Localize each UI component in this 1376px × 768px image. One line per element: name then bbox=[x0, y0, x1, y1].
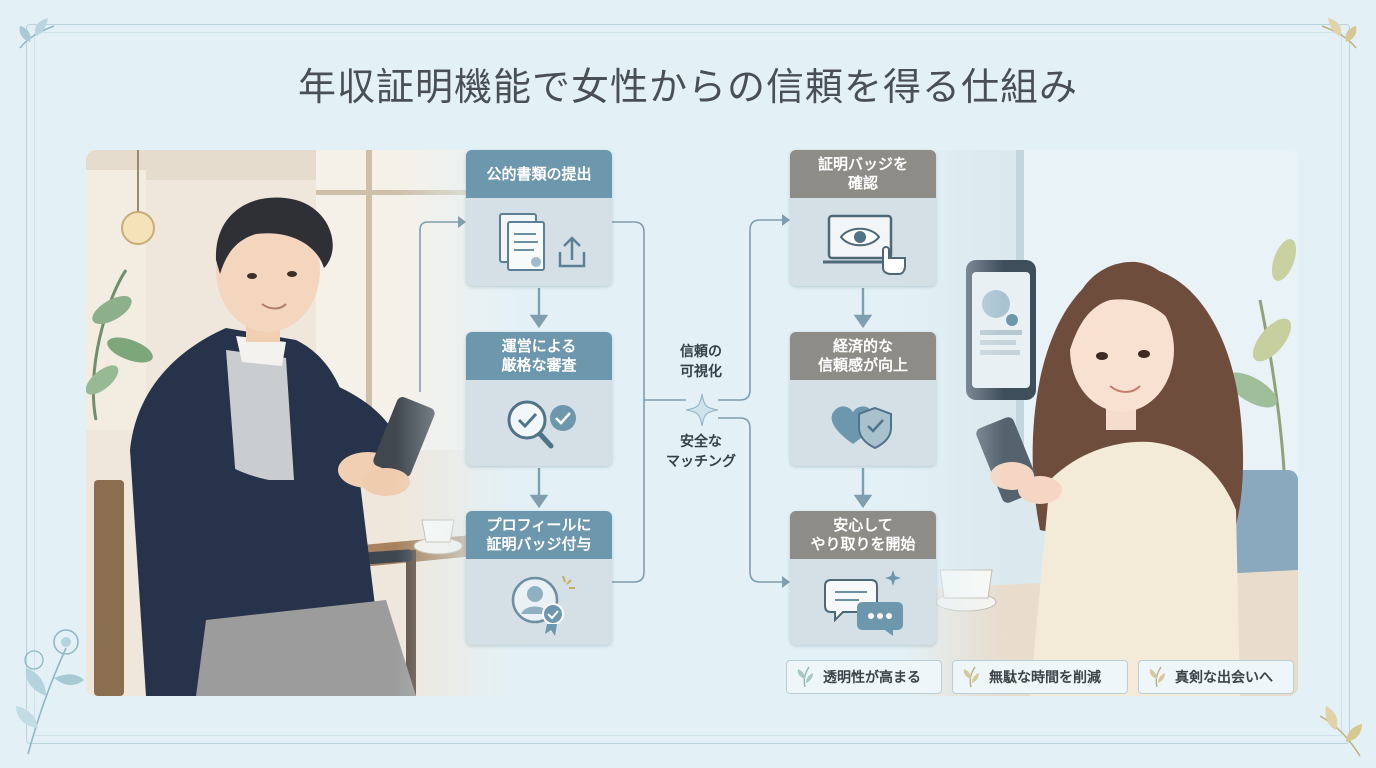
step-title: 運営による 厳格な審査 bbox=[466, 332, 612, 380]
heart-shield-icon bbox=[831, 406, 892, 450]
document-upload-icon bbox=[499, 213, 586, 271]
step-card-review: 運営による 厳格な審査 bbox=[466, 332, 612, 466]
step-card-start-chat: 安心して やり取りを開始 bbox=[790, 511, 936, 645]
magnifier-check-icon bbox=[507, 400, 576, 449]
step-title: 安心して やり取りを開始 bbox=[790, 511, 936, 559]
step-card-trust-up: 経済的な 信頼感が向上 bbox=[790, 332, 936, 466]
benefit-tag-serious-encounter: 真剣な出会いへ bbox=[1138, 660, 1294, 694]
center-label-visibility: 信頼の 可視化 bbox=[680, 344, 722, 380]
corner-leaf-icon bbox=[1319, 706, 1362, 757]
chat-bubbles-icon bbox=[824, 570, 903, 636]
benefit-label: 無駄な時間を削減 bbox=[989, 670, 1101, 686]
corner-leaf-icon bbox=[1321, 18, 1357, 49]
step-card-submit-documents: 公的書類の提出 bbox=[466, 150, 612, 286]
benefit-label: 真剣な出会いへ bbox=[1175, 670, 1273, 686]
step-card-badge-grant: プロフィールに 証明バッジ付与 bbox=[466, 511, 612, 645]
sparkle-icon bbox=[685, 393, 719, 427]
inner-frame bbox=[34, 32, 1342, 736]
leaf-icon bbox=[963, 666, 979, 688]
step-title: プロフィールに 証明バッジ付与 bbox=[466, 511, 612, 559]
flower-branch-icon bbox=[16, 629, 84, 755]
benefit-tag-save-time: 無駄な時間を削減 bbox=[952, 660, 1128, 694]
laptop-eye-icon bbox=[823, 214, 906, 275]
leaf-icon bbox=[797, 666, 813, 688]
profile-badge-icon bbox=[511, 575, 575, 636]
step-title: 証明バッジを 確認 bbox=[790, 150, 936, 198]
leaf-icon bbox=[1149, 666, 1165, 688]
center-label-safe-matching: 安全な マッチング bbox=[666, 434, 736, 470]
step-card-check-badge: 証明バッジを 確認 bbox=[790, 150, 936, 286]
man-illustration bbox=[86, 150, 516, 696]
corner-leaf-icon bbox=[19, 18, 55, 49]
outer-frame bbox=[26, 24, 1350, 744]
page-title: 年収証明機能で女性からの信頼を得る仕組み bbox=[297, 65, 1078, 109]
woman-illustration bbox=[900, 150, 1298, 696]
step-title: 公的書類の提出 bbox=[466, 150, 612, 198]
benefit-label: 透明性が高まる bbox=[823, 670, 921, 686]
step-title: 経済的な 信頼感が向上 bbox=[790, 332, 936, 380]
benefit-tag-transparency: 透明性が高まる bbox=[786, 660, 942, 694]
